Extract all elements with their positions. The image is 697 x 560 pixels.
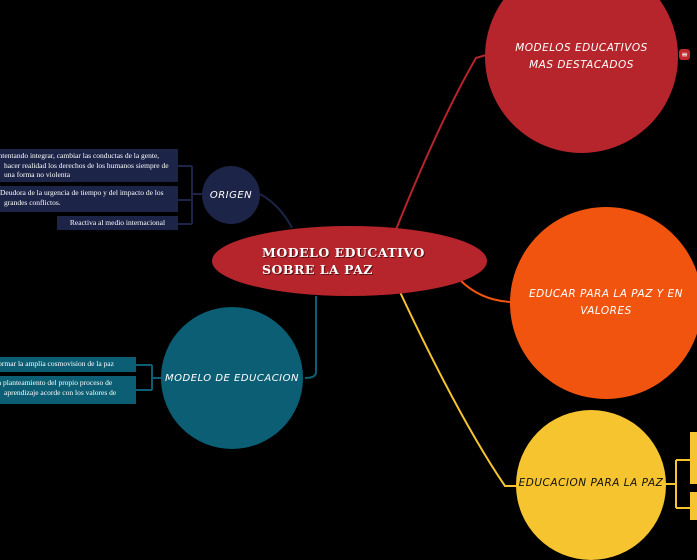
- link-modelo-educacion: [304, 296, 317, 379]
- central-topic-label: MODELO EDUCATIVO SOBRE LA PAZ: [262, 245, 425, 277]
- origen-note-1[interactable]: Intentando integrar, cambiar las conduct…: [0, 149, 178, 182]
- origen-note-3[interactable]: Reactiva al medio internacional: [57, 216, 178, 230]
- topic-origen[interactable]: ORIGEN: [202, 166, 260, 224]
- topic-educar-label: EDUCAR PARA LA PAZ Y EN VALORES: [529, 288, 683, 317]
- link-origen: [259, 193, 293, 229]
- modelo-note-2[interactable]: Un planteamiento del propio proceso de a…: [0, 376, 136, 404]
- link-educar: [459, 279, 511, 303]
- origen-note-2[interactable]: Deudora de la urgencia de tiempo y del i…: [0, 186, 178, 212]
- educacion-note-2[interactable]: [690, 492, 697, 520]
- origen-brackets: [178, 165, 202, 225]
- topic-educacion-paz[interactable]: EDUCACION PARA LA PAZ: [516, 410, 666, 560]
- educacion-brackets: [665, 459, 690, 509]
- topic-modelo-educacion[interactable]: MODELO DE EDUCACION: [161, 307, 303, 449]
- topic-modelos-educativos[interactable]: MODELOS EDUCATIVOS MAS DESTACADOS: [485, 0, 678, 153]
- educacion-note-1[interactable]: [690, 432, 697, 484]
- topic-modelos-label: MODELOS EDUCATIVOS MAS DESTACADOS: [515, 41, 648, 71]
- modelo-brackets: [136, 364, 162, 391]
- link-modelos: [394, 54, 487, 233]
- topic-educar-valores[interactable]: EDUCAR PARA LA PAZ Y EN VALORES: [510, 207, 697, 399]
- central-topic[interactable]: MODELO EDUCATIVO SOBRE LA PAZ: [212, 226, 487, 296]
- connector-lines: [136, 54, 690, 509]
- notes-icon[interactable]: ≡: [679, 49, 690, 60]
- topic-modelo-educacion-label: MODELO DE EDUCACION: [165, 372, 299, 384]
- modelo-note-1[interactable]: Formar la amplia cosmovision de la paz: [0, 357, 136, 372]
- topic-educacion-label: EDUCACION PARA LA PAZ: [518, 477, 664, 489]
- link-educacion: [399, 291, 518, 487]
- topic-origen-label: ORIGEN: [209, 189, 253, 201]
